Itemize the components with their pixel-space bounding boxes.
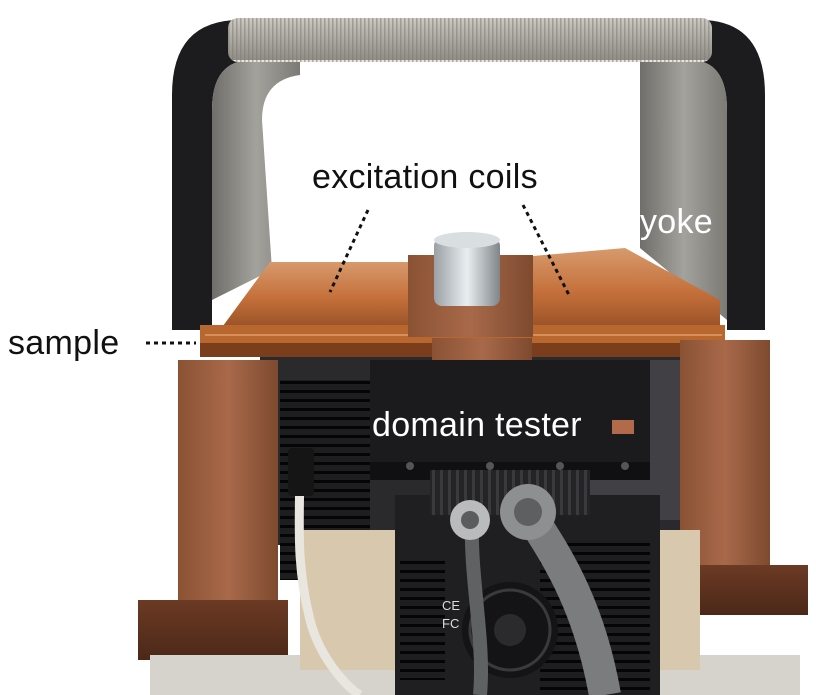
label-excitation-coils: excitation coils <box>312 158 538 196</box>
cable-thin <box>294 454 363 695</box>
cable-coax <box>464 519 489 695</box>
yoke-winding <box>228 18 712 62</box>
coil-left <box>220 262 430 335</box>
label-yoke: yoke <box>640 203 714 241</box>
pointer-left <box>328 209 370 293</box>
glass-cylinder <box>434 238 500 306</box>
coil-right <box>510 248 720 338</box>
yoke-steel-right <box>640 60 727 320</box>
label-sample: sample <box>8 324 120 362</box>
tester-top <box>370 360 650 475</box>
pointer-right <box>521 204 572 298</box>
wood-leg-left <box>178 360 278 610</box>
label-domain-tester: domain tester <box>372 406 582 444</box>
fc-mark: FC <box>442 616 459 631</box>
wood-base-left <box>138 600 288 660</box>
ce-mark: CE <box>442 598 460 613</box>
yoke-steel-left <box>212 60 300 300</box>
